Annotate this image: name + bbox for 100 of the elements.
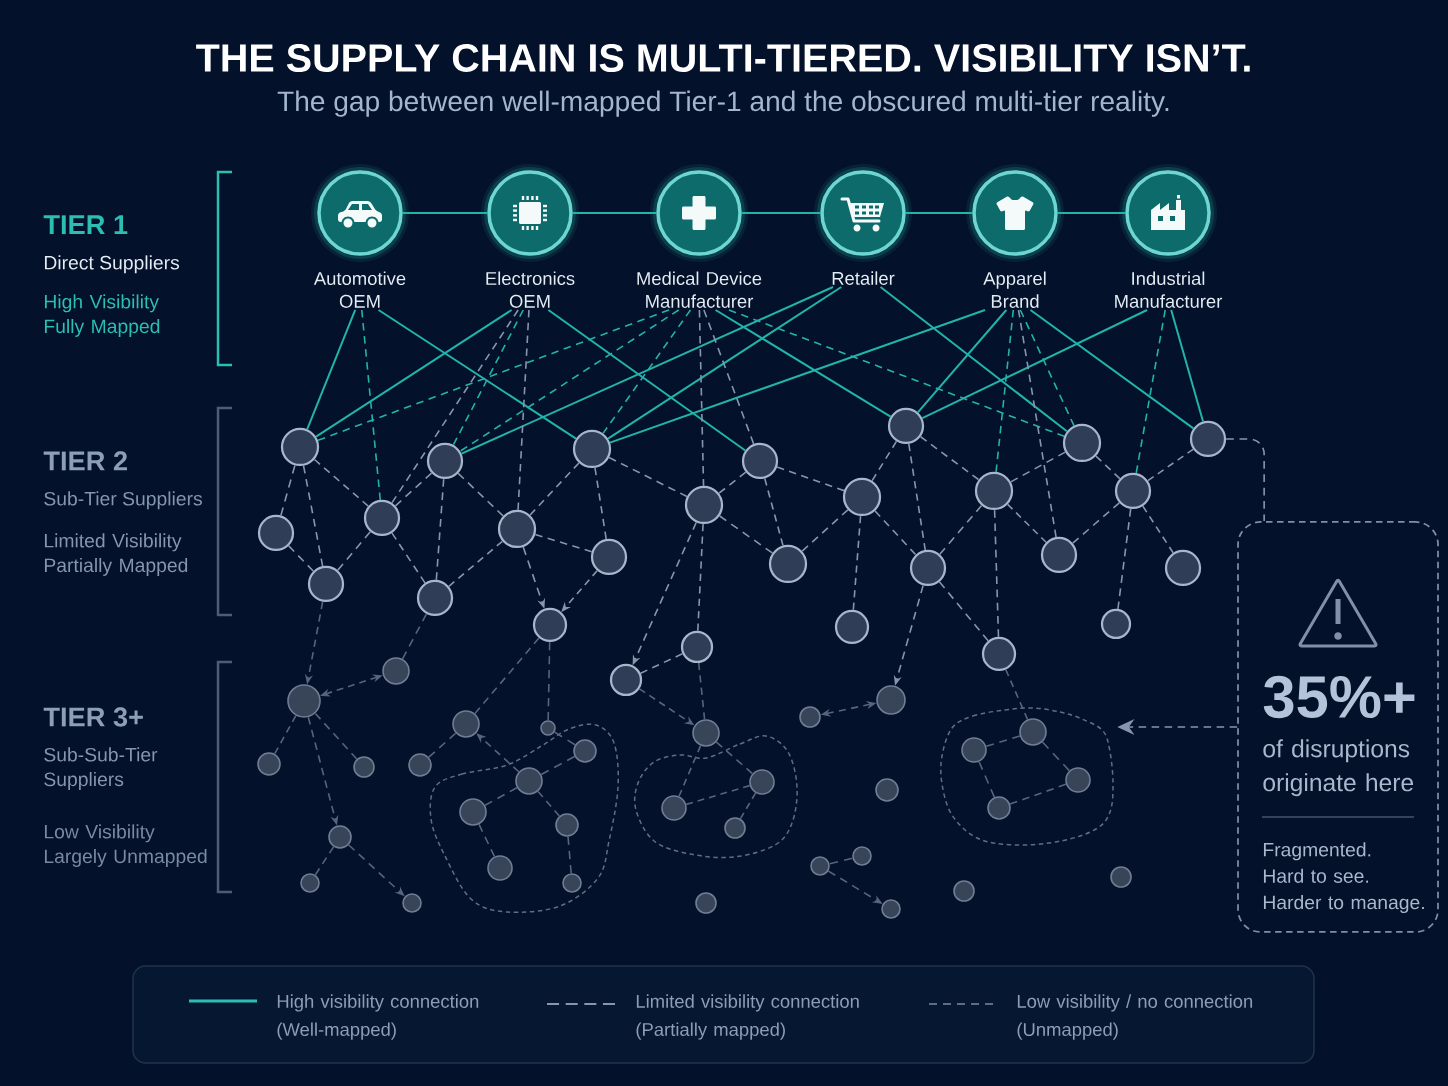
node-dot <box>852 846 872 866</box>
node-dot <box>402 893 422 913</box>
connector-line <box>697 662 706 721</box>
node-dot <box>328 825 352 849</box>
node-dot <box>661 795 687 821</box>
node-dot <box>692 719 720 747</box>
connector-line <box>740 212 822 214</box>
visibility-note: Low Visibility Largely Unmapped <box>44 824 207 867</box>
title: THE SUPPLY CHAIN IS MULTI-TIERED. VISIBILITY ISN’T. <box>196 44 1250 72</box>
node-dot <box>741 442 779 480</box>
connector-line <box>715 741 754 775</box>
stat-number: 35%+ <box>1263 675 1415 719</box>
connector-line <box>871 440 898 482</box>
cluster-outline <box>633 735 798 859</box>
connector-line <box>1010 451 1066 483</box>
connector-line <box>302 464 324 567</box>
connector-line <box>377 309 577 440</box>
connector-line <box>939 504 983 556</box>
connector-line <box>553 731 576 746</box>
connector-line <box>1071 502 1121 544</box>
node-dot <box>280 427 320 467</box>
connector-line <box>714 309 892 418</box>
cluster-outline <box>429 723 619 914</box>
node-dot <box>1040 536 1078 574</box>
node-dot <box>363 499 401 537</box>
connector-line <box>602 309 692 435</box>
callout-text: of disruptions originate here <box>1263 739 1414 797</box>
connector-line <box>985 735 1021 748</box>
connector-line <box>457 472 504 517</box>
node-dot <box>382 657 410 685</box>
node-dot <box>562 873 582 893</box>
tier-label: Sub-Tier Suppliers <box>44 491 202 510</box>
connector-line <box>1019 309 1075 427</box>
connector-line <box>919 435 980 481</box>
connector-line <box>484 786 518 807</box>
connector-line <box>448 540 504 588</box>
connector-line <box>685 784 751 806</box>
connector-line <box>995 309 1015 473</box>
connector-line <box>336 531 372 571</box>
node-dot <box>834 609 870 645</box>
tier-heading: TIER 2 <box>43 451 127 471</box>
connector-line <box>391 532 426 584</box>
node-dot <box>749 769 775 795</box>
connector-line <box>537 790 561 817</box>
node-dot <box>257 514 295 552</box>
connector-line <box>306 309 357 431</box>
connector-line <box>608 456 688 498</box>
node-dot <box>353 756 375 778</box>
connector-line <box>639 653 684 674</box>
node-dot <box>961 737 987 763</box>
node-dot <box>1062 423 1102 463</box>
connector-line <box>776 466 845 492</box>
node-dot <box>590 538 628 576</box>
node-label: Automotive OEM <box>313 271 406 308</box>
connector-line <box>1095 455 1121 480</box>
callout-note: Fragmented. Hard to see. Harder to manage. <box>1263 842 1424 914</box>
connector-line <box>852 515 862 611</box>
connector-line <box>1147 448 1194 482</box>
connector-line <box>739 792 757 820</box>
connector-line <box>529 462 580 516</box>
node-dot <box>609 663 643 697</box>
node-dot <box>1110 866 1132 888</box>
connector-line <box>678 744 702 798</box>
node-label: Medical Device Manufacturer <box>637 271 762 308</box>
connector-line <box>547 641 551 721</box>
connector-line <box>273 714 297 755</box>
connector-line <box>394 472 433 507</box>
node-label: Electronics OEM <box>486 271 575 308</box>
node-dot <box>810 856 830 876</box>
connector-line <box>993 509 1000 638</box>
connector-line <box>401 613 428 660</box>
node-dot <box>768 544 808 584</box>
connector-line <box>1017 309 1057 538</box>
connector-line <box>1009 783 1067 805</box>
node-dot <box>876 685 906 715</box>
node-dot <box>684 485 724 525</box>
connector-line <box>828 857 854 865</box>
connector-line <box>594 467 607 540</box>
node-dot <box>540 720 556 736</box>
connector-line <box>287 545 315 572</box>
connector-line <box>571 212 658 214</box>
tier-heading: TIER 3+ <box>43 707 143 727</box>
node-dot <box>459 798 487 826</box>
connector-line <box>703 309 755 445</box>
node-dot <box>981 636 1017 672</box>
node-dot <box>287 684 321 718</box>
connector-line <box>315 309 513 438</box>
cluster-outline <box>940 707 1114 846</box>
tier-label: Sub-Sub-Tier Suppliers <box>44 747 158 790</box>
node-dot <box>426 442 464 480</box>
connector-line <box>916 309 1008 414</box>
node-dot <box>416 579 454 617</box>
connector-line <box>607 286 843 440</box>
node-dot <box>408 753 432 777</box>
node-label: Retailer <box>832 271 895 285</box>
connector-line <box>391 309 519 504</box>
legend-text: Limited visibility connection (Partially mapped) <box>636 994 859 1040</box>
connector-line <box>540 755 576 776</box>
connector-line <box>908 443 927 551</box>
node-dot <box>842 477 882 517</box>
